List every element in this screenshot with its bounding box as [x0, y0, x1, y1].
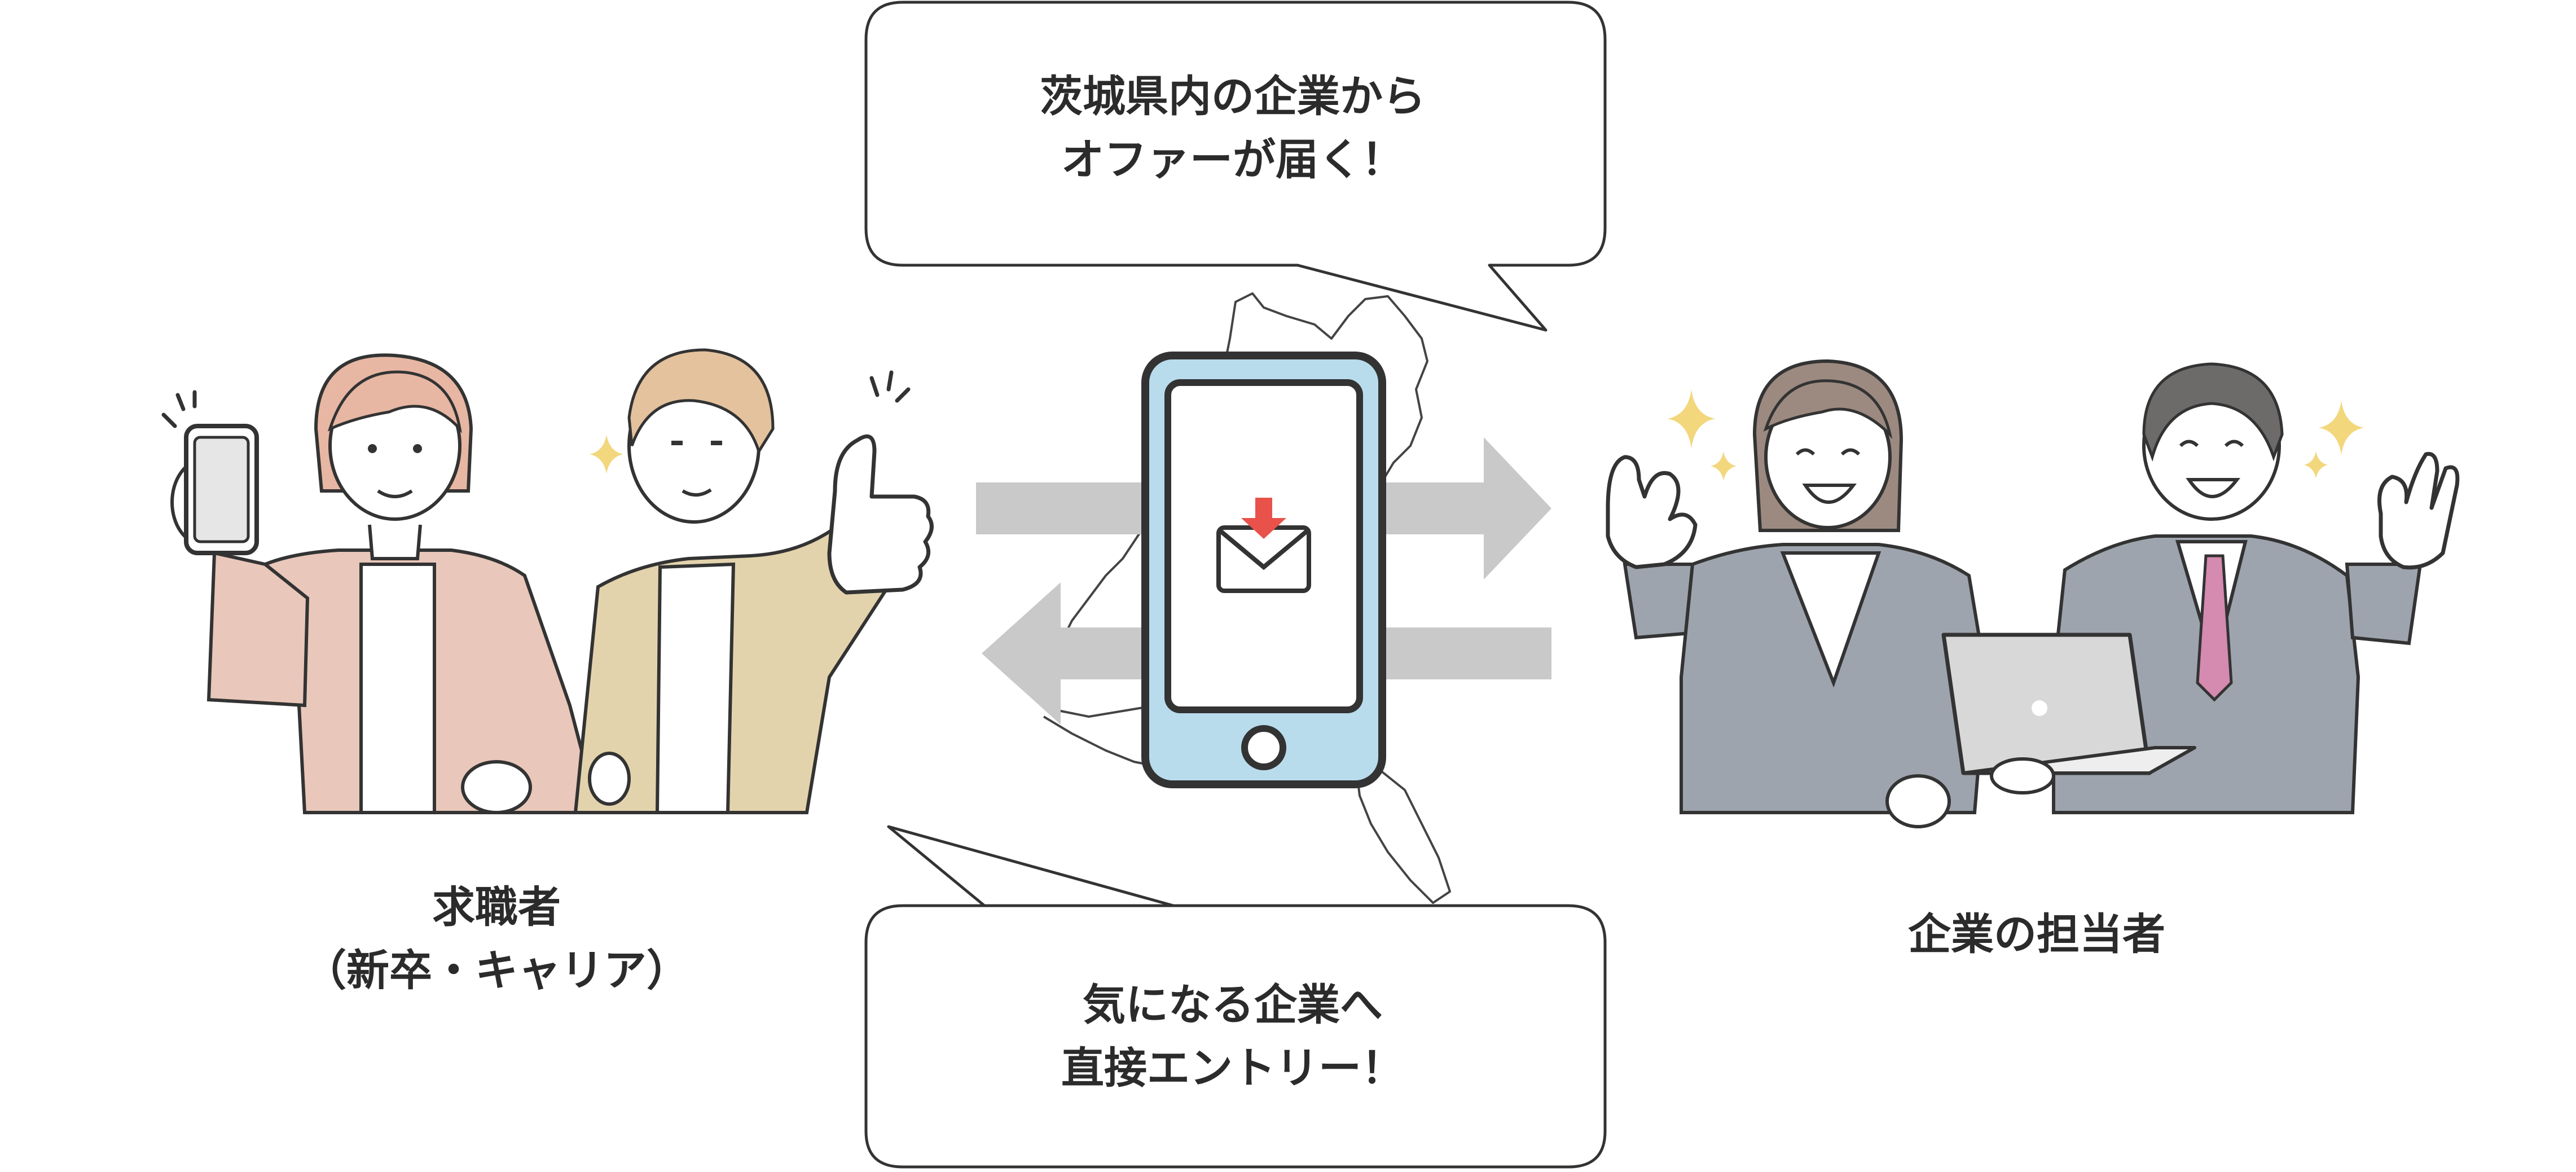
ok-hand-icon [1606, 455, 1698, 569]
job-seeker-man [573, 348, 934, 814]
ok-hand-icon [2377, 451, 2460, 570]
job-seeker-line2: （新卒・キャリア） [304, 945, 689, 995]
job-seeker-woman [170, 353, 600, 814]
sparkle-icon [590, 434, 623, 474]
mail-download-icon [1216, 498, 1311, 593]
job-seeker-label: 求職者 （新卒・キャリア） [214, 876, 779, 1002]
company-label: 企業の担当者 [1755, 903, 2319, 966]
phone-sparkle-lines [161, 390, 197, 428]
bubble-bottom-line1: 気になる企業へ [1083, 980, 1383, 1030]
speech-bubble-bottom [864, 825, 1607, 1169]
thumbs-up-icon [827, 434, 934, 595]
thumbs-sparkle-lines [869, 370, 911, 403]
company-label-text: 企業の担当者 [1908, 909, 2165, 959]
laptop-icon [1885, 633, 2196, 828]
bubble-top-line1: 茨城県内の企業から [1040, 71, 1426, 121]
bubble-top-text: 茨城県内の企業から オファーが届く！ [863, 65, 1602, 191]
company-man [2052, 362, 2460, 814]
speech-bubble-top [864, 1, 1607, 332]
bubble-bottom-line2: 直接エントリー！ [1061, 1043, 1404, 1093]
bubble-bottom-text: 気になる企業へ 直接エントリー！ [863, 973, 1602, 1100]
job-seeker-line1: 求職者 [432, 882, 561, 932]
sparkle-icon [1668, 389, 2364, 481]
company-woman [1606, 359, 1988, 814]
bubble-top-line2: オファーが届く！ [1061, 134, 1404, 185]
